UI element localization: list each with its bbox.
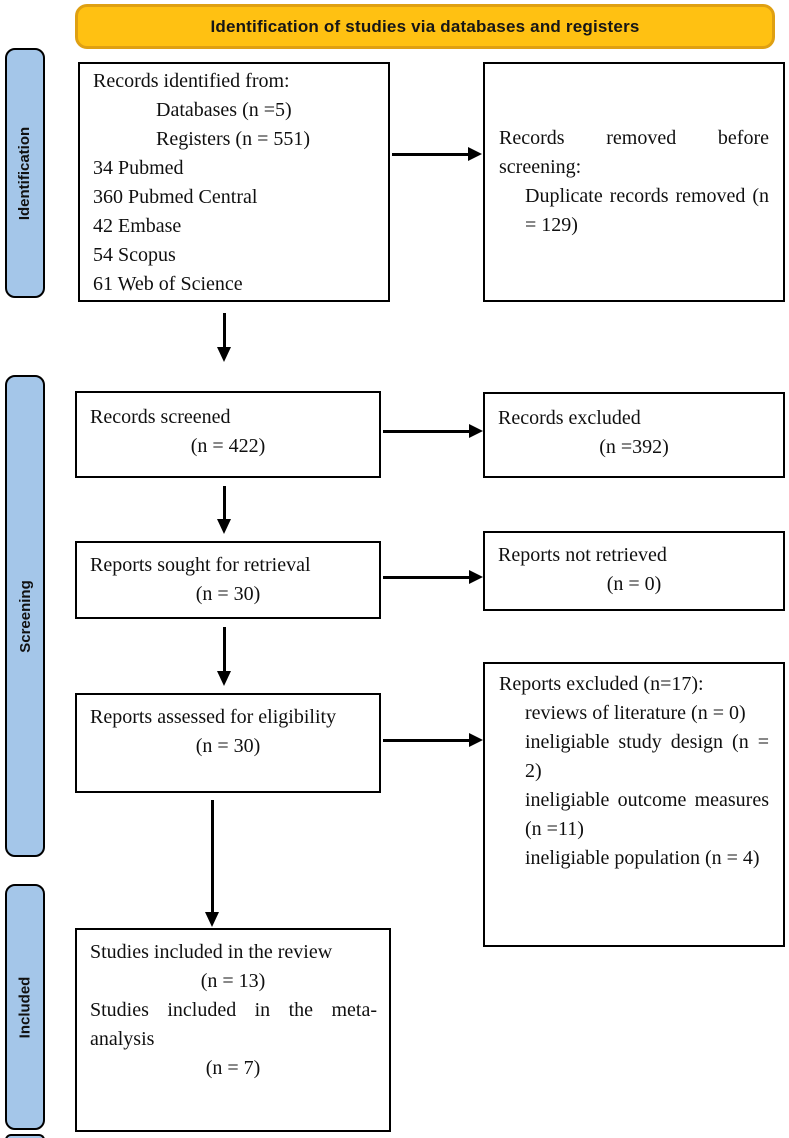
arrow-screened-to-excluded-head [469, 424, 483, 438]
reports-excluded-outcome-measures: ineligiable outcome measures (n =11) [525, 789, 769, 840]
records-identified-pubmed: 34 Pubmed [93, 157, 184, 179]
arrow-sought-to-assessed-head [217, 671, 231, 686]
arrow-assessed-to-included-head [205, 912, 219, 927]
reports-not-retrieved-label: Reports not retrieved [498, 544, 667, 566]
arrow-assessed-to-included-line [211, 800, 214, 912]
reports-assessed-count: (n = 30) [195, 735, 261, 757]
stage-label-cutoff [5, 1134, 45, 1138]
studies-included-review-label: Studies included in the review [90, 941, 333, 963]
arrow-sought-to-not-retrieved-head [469, 570, 483, 584]
reports-not-retrieved-count: (n = 0) [606, 573, 662, 595]
arrow-sought-to-assessed-line [223, 627, 226, 671]
records-identified-registers: Registers (n = 551) [156, 128, 311, 150]
header-title: Identification of studies via databases … [210, 16, 640, 36]
arrow-assessed-to-excluded-head [469, 733, 483, 747]
box-records-screened: Records screened (n = 422) [75, 391, 381, 478]
stage-label-screening: Screening [5, 375, 45, 857]
records-identified-pubmed-central: 360 Pubmed Central [93, 186, 258, 208]
studies-included-meta-label: Studies included in the meta-analysis [90, 999, 377, 1050]
box-reports-sought: Reports sought for retrieval (n = 30) [75, 541, 381, 619]
records-removed-duplicates: Duplicate records removed (n = 129) [525, 185, 769, 236]
arrow-screened-to-sought-line [223, 486, 226, 519]
arrow-screened-to-excluded-line [383, 430, 469, 433]
reports-assessed-label: Reports assessed for eligibility [90, 706, 337, 728]
arrow-identified-to-removed-head [468, 147, 482, 161]
arrow-screened-to-sought-head [217, 519, 231, 534]
reports-sought-count: (n = 30) [195, 583, 261, 605]
studies-included-meta-count: (n = 7) [205, 1057, 261, 1079]
stage-label-identification-text: Identification [16, 126, 34, 220]
arrow-identified-to-screened-head [217, 347, 231, 362]
stage-label-screening-text: Screening [16, 579, 34, 653]
reports-sought-label: Reports sought for retrieval [90, 554, 311, 576]
records-screened-label: Records screened [90, 406, 231, 428]
records-identified-scopus: 54 Scopus [93, 244, 176, 266]
arrow-assessed-to-excluded-line [383, 739, 469, 742]
records-removed-heading: Records removed before screening: [499, 127, 769, 178]
box-studies-included: Studies included in the review (n = 13) … [75, 928, 391, 1132]
records-excluded-count: (n =392) [599, 436, 669, 458]
reports-excluded-population: ineligiable population (n = 4) [525, 847, 760, 869]
reports-excluded-heading: Reports excluded (n=17): [499, 673, 704, 695]
box-records-excluded: Records excluded (n =392) [483, 392, 785, 478]
records-identified-web-of-science: 61 Web of Science [93, 273, 243, 295]
box-reports-not-retrieved: Reports not retrieved (n = 0) [483, 531, 785, 611]
records-identified-embase: 42 Embase [93, 215, 182, 237]
arrow-identified-to-removed-line [392, 153, 468, 156]
stage-label-included: Included [5, 884, 45, 1130]
box-reports-excluded: Reports excluded (n=17): reviews of lite… [483, 662, 785, 947]
records-excluded-label: Records excluded [498, 407, 641, 429]
records-identified-databases: Databases (n =5) [156, 99, 292, 121]
box-reports-assessed: Reports assessed for eligibility (n = 30… [75, 693, 381, 793]
reports-excluded-study-design: ineligiable study design (n = 2) [525, 731, 769, 782]
records-screened-count: (n = 422) [190, 435, 266, 457]
stage-label-identification: Identification [5, 48, 45, 298]
box-records-removed: Records removed before screening: Duplic… [483, 62, 785, 302]
box-records-identified: Records identified from: Databases (n =5… [78, 62, 390, 302]
studies-included-review-count: (n = 13) [200, 970, 266, 992]
stage-label-included-text: Included [16, 976, 34, 1038]
header-banner: Identification of studies via databases … [75, 4, 775, 49]
arrow-identified-to-screened-line [223, 313, 226, 347]
arrow-sought-to-not-retrieved-line [383, 576, 469, 579]
records-identified-line: Records identified from: [93, 70, 290, 92]
reports-excluded-reviews: reviews of literature (n = 0) [525, 702, 746, 724]
